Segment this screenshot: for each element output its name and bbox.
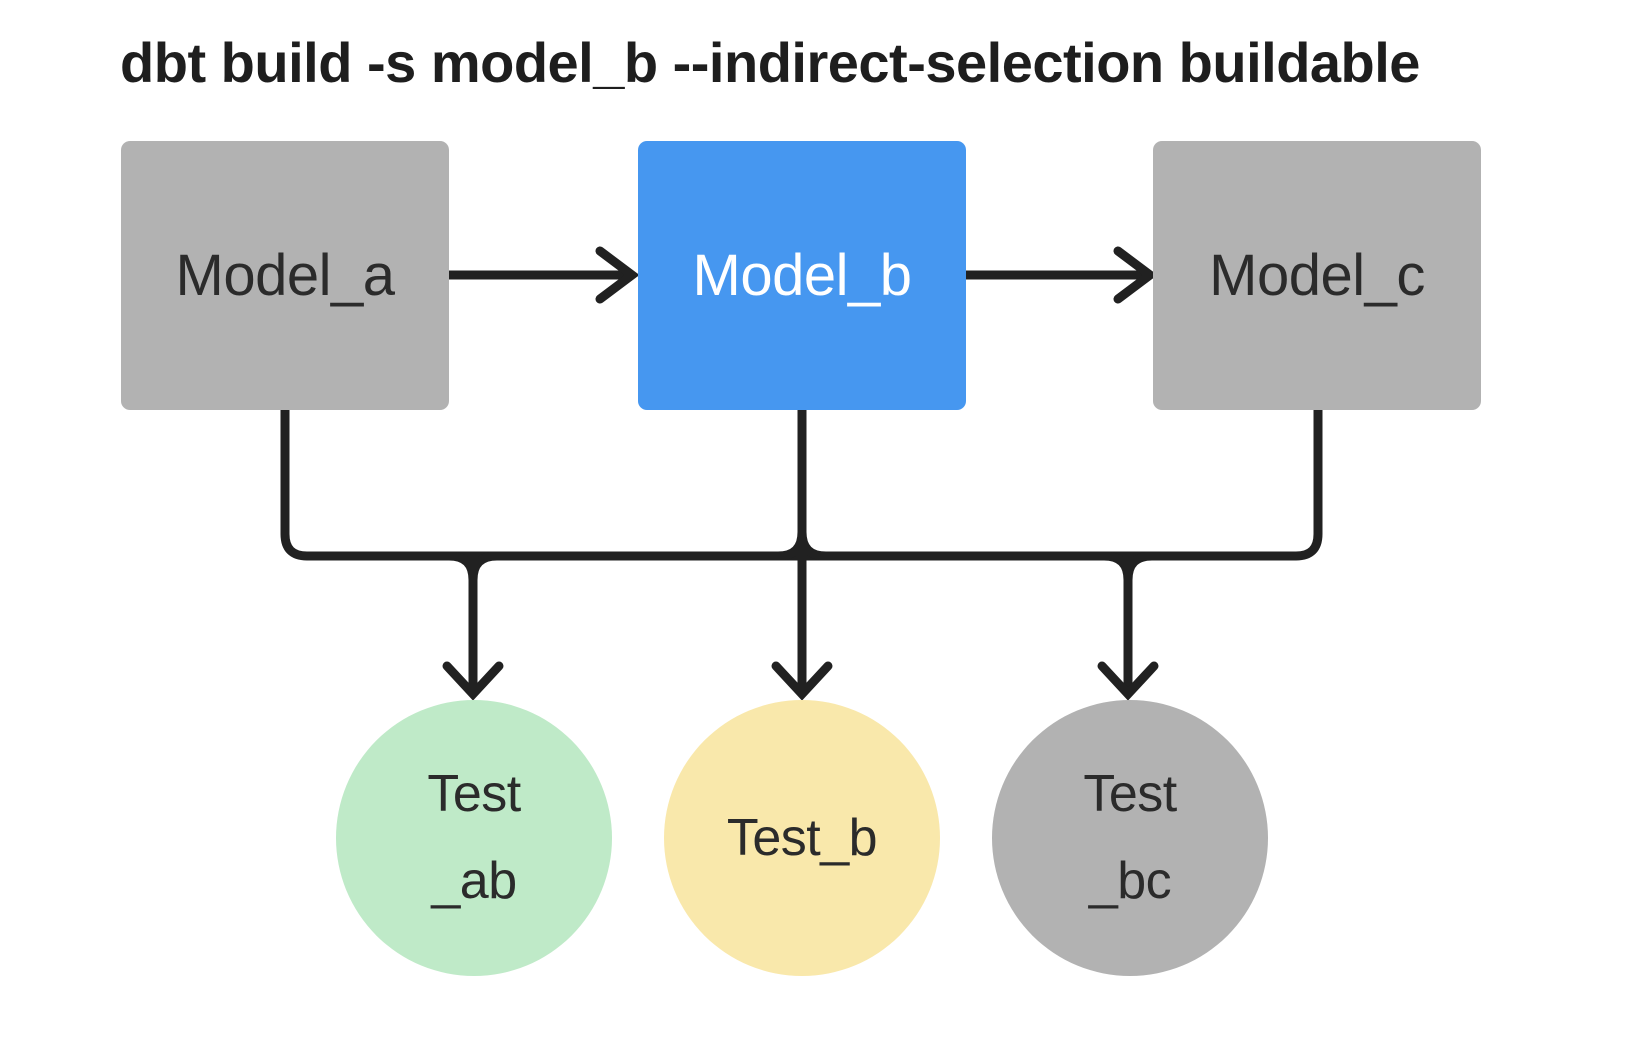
node-test-b-label-line1: Test_b bbox=[726, 808, 878, 867]
node-test-bc-label-line2: _bc bbox=[1088, 852, 1172, 910]
arrow-to-test-bc bbox=[1097, 556, 1159, 701]
arrow-model-b-to-test-b bbox=[771, 410, 833, 701]
node-test-ab-label-line2: _ab bbox=[431, 852, 517, 910]
node-test-b: Test_b bbox=[664, 700, 940, 976]
node-model-a-label: Model_a bbox=[175, 243, 395, 308]
arrow-model-a-to-model-b bbox=[449, 246, 640, 304]
node-test-ab-label-line1: Test bbox=[427, 765, 521, 823]
node-model-b-label: Model_b bbox=[692, 243, 912, 308]
node-model-c: Model_c bbox=[1153, 141, 1481, 410]
page-title: dbt build -s model_b --indirect-selectio… bbox=[120, 31, 1420, 94]
node-model-c-label: Model_c bbox=[1209, 243, 1425, 308]
node-model-b-selected: Model_b bbox=[638, 141, 966, 410]
node-model-a: Model_a bbox=[121, 141, 449, 410]
bus-rail bbox=[280, 410, 1323, 581]
node-test-ab: Test _ab bbox=[336, 700, 612, 976]
node-test-bc: Test _bc bbox=[992, 700, 1268, 976]
arrow-model-b-to-model-c bbox=[966, 246, 1158, 304]
arrow-to-test-ab bbox=[442, 556, 504, 701]
node-test-bc-label-line1: Test bbox=[1083, 765, 1177, 823]
